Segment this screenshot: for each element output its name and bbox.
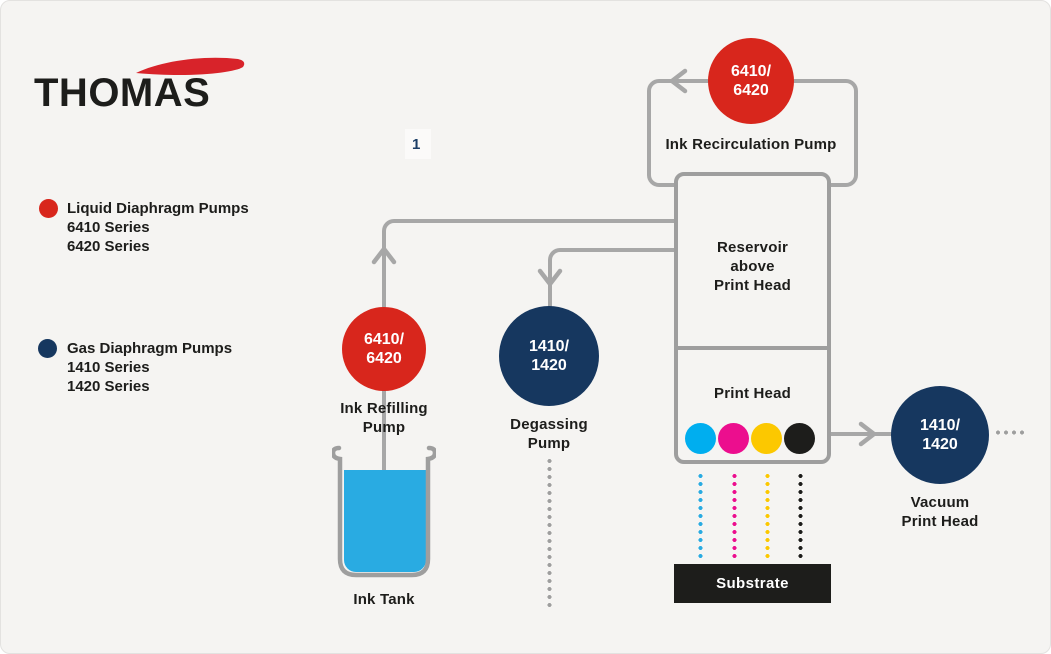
substrate-label: Substrate: [716, 575, 789, 592]
pipe-refilling: [382, 219, 678, 311]
pump-refilling-label: Ink Refilling Pump: [340, 400, 428, 436]
pump-badge-line: 1410/: [919, 417, 961, 434]
print-head-label: Print Head: [713, 385, 791, 402]
degassing-exhaust-dotted-line: [547, 457, 552, 607]
pump-vacuum-badge: 1410/ 1420: [891, 386, 989, 484]
pipe-degassing: [548, 248, 678, 310]
legend-line: 6410 Series: [67, 219, 150, 236]
thomas-logo: THOMAS: [34, 51, 254, 115]
legend-line: 6420 Series: [67, 238, 150, 255]
legend-line: 1410 Series: [67, 359, 150, 376]
pump-recirculation-badge: 6410/ 6420: [708, 38, 794, 124]
logo-wordmark: THOMAS: [34, 71, 211, 115]
vacuum-exhaust-dotted-line: [994, 430, 1028, 435]
pump-badge-line: 1410/: [528, 338, 570, 355]
pipe-vacuum: [827, 432, 893, 436]
pump-badge-line: 6420: [366, 350, 402, 367]
pipe-tank-feed: [382, 389, 386, 471]
reservoir-label-line: Print Head: [713, 277, 791, 294]
reservoir-printhead-divider: [678, 346, 827, 350]
droplet-line-magenta: [732, 472, 737, 558]
reservoir-label: Reservoir above Print Head: [674, 238, 831, 295]
page-marker-highlight: [405, 129, 431, 159]
legend-item-liquid-diaphragm: Liquid Diaphragm Pumps 6410 Series 6420 …: [67, 199, 249, 256]
legend-dot-liquid: [39, 199, 58, 218]
legend-title: Liquid Diaphragm Pumps: [67, 200, 249, 217]
reservoir-label-line: Reservoir: [716, 239, 788, 256]
arrow-left-icon: [669, 68, 688, 94]
pump-recirculation-label: Ink Recirculation Pump: [665, 136, 837, 153]
droplet-line-yellow: [765, 472, 770, 558]
pump-degassing-label: Degassing Pump: [510, 416, 588, 452]
droplet-line-cyan: [698, 472, 703, 558]
ink-dot-magenta: [718, 423, 749, 454]
substrate-bar: Substrate: [674, 564, 831, 603]
arrow-down-icon: [537, 268, 563, 287]
pump-badge-line: 1420: [531, 357, 567, 374]
ink-dot-cyan: [685, 423, 716, 454]
pump-badge-line: 6420: [733, 82, 769, 99]
legend-title: Gas Diaphragm Pumps: [67, 340, 233, 357]
pump-refilling-badge: 6410/ 6420: [342, 307, 426, 391]
ink-tank-label: Ink Tank: [353, 591, 415, 608]
legend-dot-gas: [38, 339, 57, 358]
arrow-up-icon: [371, 246, 397, 265]
ink-dot-black: [784, 423, 815, 454]
logo-swoosh-icon: [136, 57, 245, 76]
ink-dot-yellow: [751, 423, 782, 454]
ink-tank-beaker-icon: [332, 445, 436, 578]
pump-badge-line: 6410/: [363, 331, 405, 348]
reservoir-label-line: above: [730, 258, 775, 275]
pump-degassing-badge: 1410/ 1420: [499, 306, 599, 406]
ink-tank-fill: [344, 470, 426, 572]
reservoir-box: [674, 172, 831, 464]
page-marker: 1: [412, 136, 421, 153]
legend-line: 1420 Series: [67, 378, 150, 395]
pump-badge-line: 6410/: [730, 63, 772, 80]
pump-badge-line: 1420: [922, 436, 958, 453]
print-head-ink-dots: [685, 423, 815, 454]
arrow-right-icon: [858, 421, 877, 447]
pump-vacuum-label: Vacuum Print Head: [901, 494, 979, 530]
legend-item-gas-diaphragm: Gas Diaphragm Pumps 1410 Series 1420 Ser…: [67, 339, 232, 396]
droplet-line-black: [798, 472, 803, 558]
